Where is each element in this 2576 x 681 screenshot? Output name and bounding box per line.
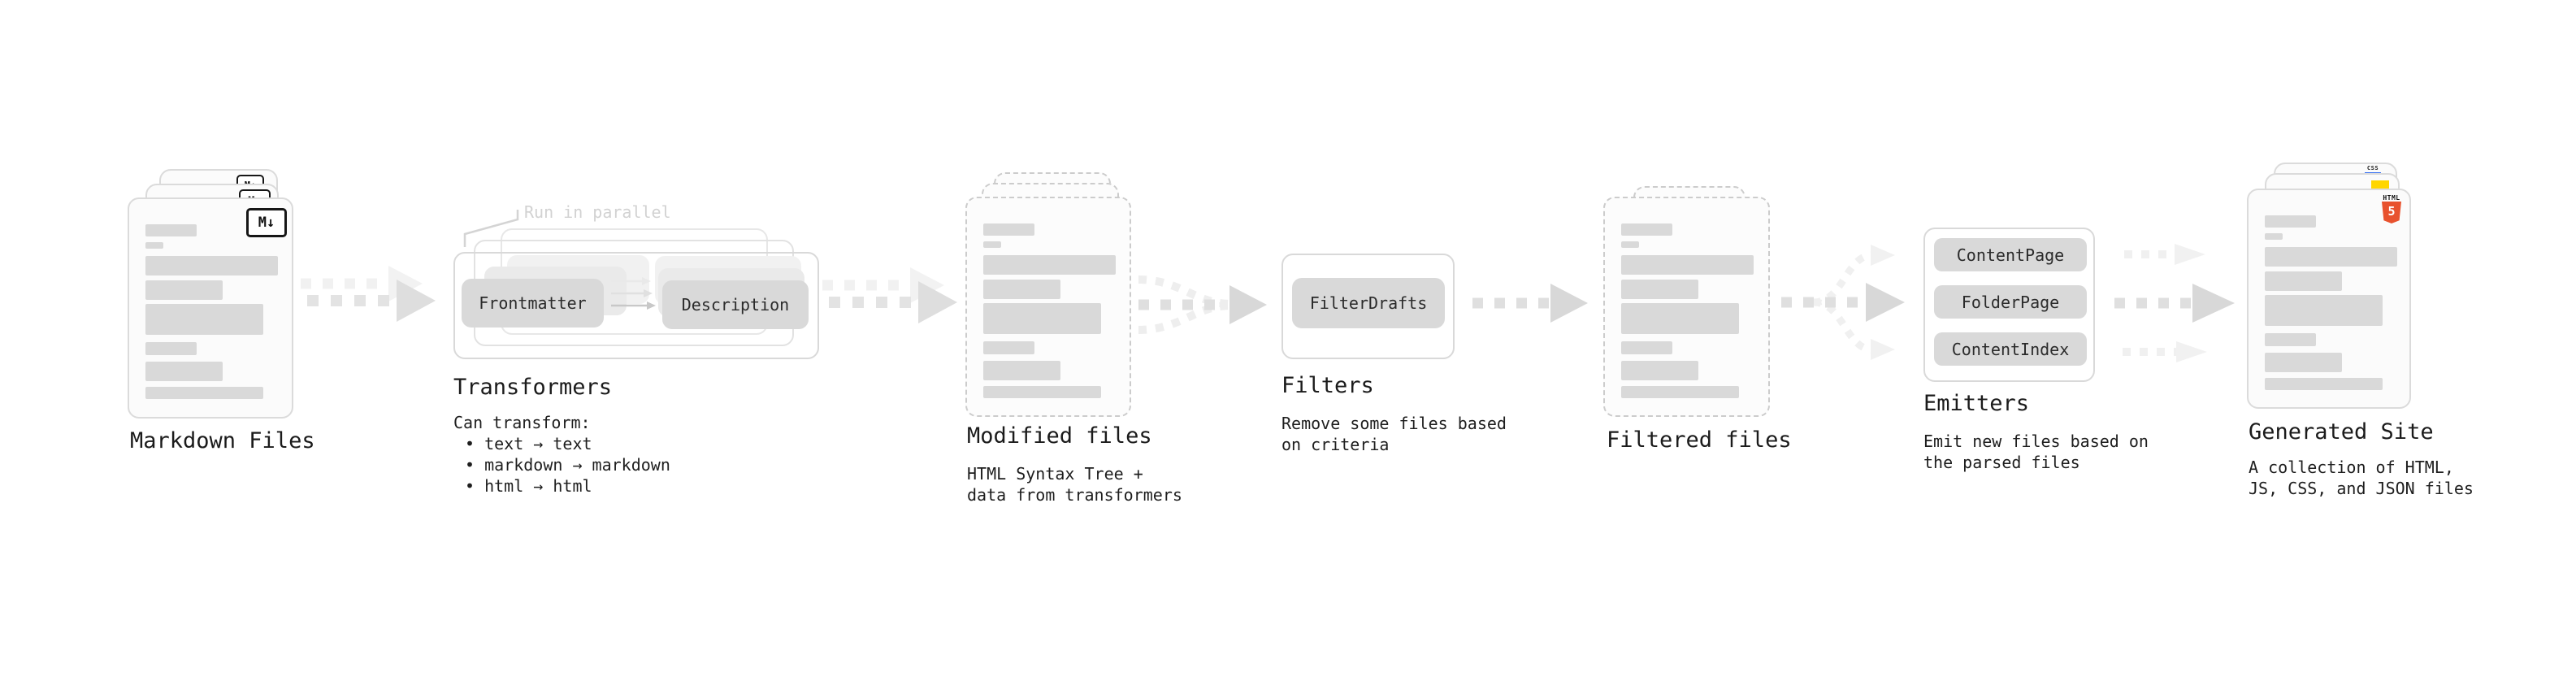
subtitle-line: Remove some files based: [1281, 414, 1507, 433]
skeleton-line: [983, 280, 1060, 299]
skeleton-line: [2265, 271, 2342, 291]
transform-bullet: • text → text: [465, 434, 592, 453]
skeleton-line: [145, 387, 263, 399]
subtitle-line: on criteria: [1281, 435, 1390, 454]
document-skeleton-lines: [983, 198, 1117, 415]
skeleton-line: [983, 223, 1034, 236]
transform-bullet: • html → html: [465, 476, 592, 496]
skeleton-line: [983, 361, 1060, 380]
transformers-note-heading: Can transform:: [453, 413, 591, 432]
skeleton-line: [983, 303, 1101, 334]
flow-arrow-modified-to-filters: [1138, 275, 1267, 334]
markdown-icon: M↓: [246, 208, 287, 237]
html5-shield: 5: [2382, 202, 2401, 223]
transformers-title: Transformers: [453, 375, 613, 400]
skeleton-line: [1621, 341, 1672, 354]
emitters-subtitle: Emit new files based on the parsed files: [1923, 431, 2149, 473]
skeleton-line: [145, 304, 263, 335]
filterdrafts-node: FilterDrafts: [1292, 278, 1445, 328]
filters-subtitle: Remove some files based on criteria: [1281, 413, 1507, 455]
transformers-description: Can transform: • text → text • markdown …: [453, 412, 670, 497]
skeleton-line: [145, 224, 197, 236]
document-skeleton-lines: [1621, 198, 1755, 415]
flow-arrow-filters-to-filtered: [1472, 284, 1588, 323]
flow-arrow-markdown-to-transformers: [301, 266, 436, 322]
skeleton-line: [983, 241, 1001, 248]
subtitle-line: A collection of HTML,: [2249, 458, 2454, 477]
filtered-files-title: Filtered files: [1607, 427, 1792, 453]
contentpage-node: ContentPage: [1934, 238, 2087, 271]
markdown-file-card-front: M↓: [128, 197, 293, 419]
transform-step-arrows-icon: [611, 277, 656, 310]
skeleton-line: [145, 280, 223, 300]
skeleton-line: [145, 342, 197, 355]
skeleton-line: [145, 362, 223, 381]
filters-title: Filters: [1281, 373, 1374, 398]
skeleton-line: [2265, 333, 2316, 346]
skeleton-line: [983, 255, 1116, 275]
css-label: CSS: [2366, 165, 2379, 171]
site-file-card-front: HTML 5: [2247, 189, 2411, 409]
skeleton-line: [145, 242, 163, 249]
skeleton-line: [2265, 295, 2383, 326]
subtitle-line: HTML Syntax Tree +: [967, 464, 1143, 484]
subtitle-line: data from transformers: [967, 485, 1182, 505]
skeleton-line: [1621, 361, 1698, 380]
skeleton-line: [1621, 255, 1754, 275]
emitters-title: Emitters: [1923, 391, 2030, 416]
filtered-file-card-front: [1603, 197, 1770, 417]
skeleton-line: [1621, 280, 1698, 299]
skeleton-line: [1621, 386, 1739, 398]
skeleton-line: [983, 386, 1101, 398]
document-skeleton-lines: [2265, 190, 2397, 407]
markdown-files-title: Markdown Files: [130, 428, 315, 453]
skeleton-line: [983, 341, 1034, 354]
frontmatter-node: Frontmatter: [462, 279, 604, 327]
skeleton-line: [2265, 353, 2342, 372]
flow-arrow-filtered-to-emitters: [1781, 245, 1905, 360]
skeleton-line: [2265, 215, 2316, 228]
html5-label: HTML: [2383, 194, 2400, 202]
transform-bullet: • markdown → markdown: [465, 455, 670, 475]
subtitle-line: Emit new files based on: [1923, 432, 2149, 451]
skeleton-line: [2265, 233, 2283, 240]
subtitle-line: the parsed files: [1923, 453, 2080, 472]
subtitle-line: JS, CSS, and JSON files: [2249, 479, 2474, 498]
modified-files-subtitle: HTML Syntax Tree + data from transformer…: [967, 463, 1182, 505]
generated-site-title: Generated Site: [2249, 419, 2434, 445]
modified-file-card-front: [965, 197, 1131, 417]
skeleton-line: [1621, 223, 1672, 236]
generated-site-subtitle: A collection of HTML, JS, CSS, and JSON …: [2249, 457, 2474, 499]
skeleton-line: [145, 256, 278, 275]
description-node: Description: [662, 280, 809, 329]
js-icon: [2371, 180, 2389, 189]
contentindex-node: ContentIndex: [1934, 332, 2087, 366]
skeleton-line: [1621, 241, 1639, 248]
html5-icon: HTML 5: [2380, 194, 2403, 223]
modified-files-title: Modified files: [967, 423, 1152, 449]
skeleton-line: [2265, 378, 2383, 390]
folderpage-node: FolderPage: [1934, 285, 2087, 319]
document-skeleton-lines: [145, 199, 279, 417]
run-in-parallel-note: Run in parallel: [524, 202, 671, 222]
skeleton-line: [1621, 303, 1739, 334]
run-in-parallel-callout-line: [463, 210, 519, 247]
flow-arrow-emitters-to-site: [2114, 244, 2235, 362]
transformer-frame-front: [453, 252, 819, 359]
flow-arrow-transformers-to-modified: [822, 267, 957, 323]
skeleton-line: [2265, 247, 2397, 267]
